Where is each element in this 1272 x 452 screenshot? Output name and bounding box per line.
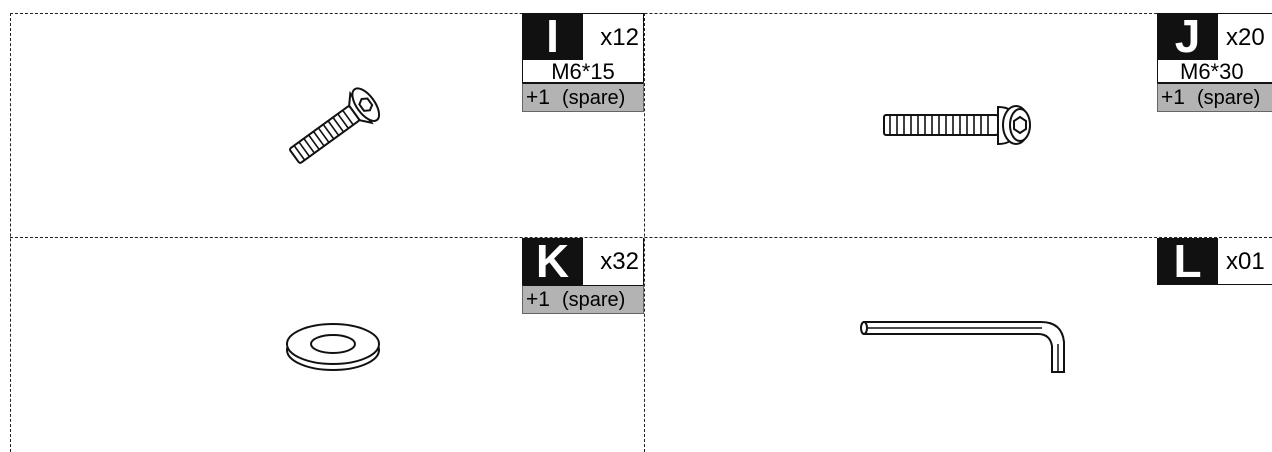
part-quantity: x12 (583, 13, 644, 60)
divider-center (644, 13, 645, 452)
part-quantity: x32 (583, 238, 644, 285)
part-spare: +1(spare) (522, 285, 644, 314)
part-quantity: x20 (1218, 13, 1272, 60)
part-spare: +1(spare) (1157, 83, 1272, 112)
part-letter: I (522, 13, 583, 60)
part-letter: K (522, 238, 583, 285)
part-spec: M6*15 (522, 60, 644, 83)
cap-screw-icon (883, 105, 1031, 146)
allen-key-icon (860, 321, 1065, 373)
part-letter: L (1157, 238, 1218, 285)
part-tag-i: I x12 M6*15 +1(spare) (522, 13, 644, 112)
part-tag-k: K x32 +1(spare) (522, 238, 644, 314)
part-spare: +1(spare) (522, 83, 644, 112)
part-tag-j: J x20 M6*30 +1(spare) (1157, 13, 1272, 112)
flat-head-screw-icon (289, 87, 381, 164)
part-quantity: x01 (1218, 238, 1272, 285)
divider-left (10, 13, 11, 452)
divider-middle (10, 237, 1272, 238)
part-letter: J (1157, 13, 1218, 60)
part-tag-l: L x01 (1157, 238, 1272, 285)
washer-icon (286, 323, 380, 371)
part-spec: M6*30 (1157, 60, 1272, 83)
